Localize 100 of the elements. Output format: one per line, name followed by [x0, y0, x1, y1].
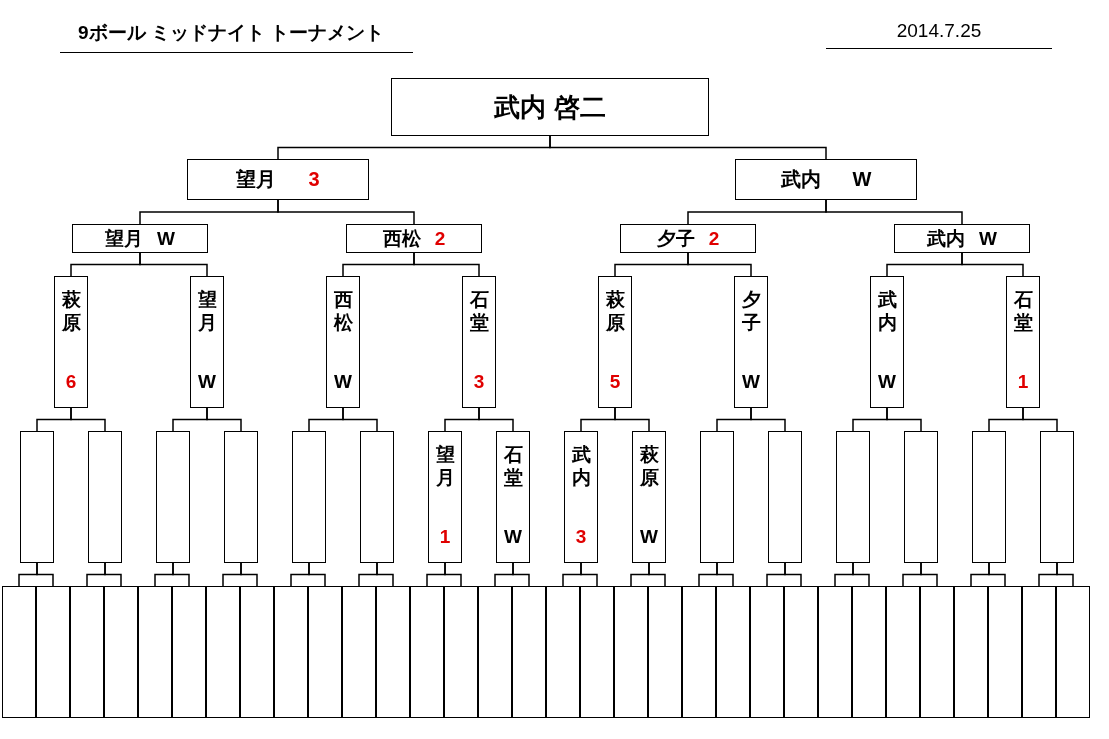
player-name: 夕子 [656, 226, 695, 251]
player-name: 望月 [435, 444, 455, 490]
bracket-line [988, 562, 1006, 587]
name-box [870, 276, 904, 408]
player-name: 夕子 [741, 289, 761, 335]
bracket-line [687, 252, 752, 277]
name-box [735, 159, 917, 200]
name-box [391, 78, 709, 136]
empty-box [2, 586, 36, 718]
bracket-line [104, 562, 122, 587]
player-name: 萩原 [639, 444, 659, 490]
empty-box [138, 586, 172, 718]
bracket-line [36, 562, 54, 587]
bracket-line [413, 252, 480, 277]
empty-box [716, 586, 750, 718]
empty-box [88, 431, 122, 563]
empty-box [224, 431, 258, 563]
player-name: 石堂 [1013, 289, 1033, 335]
score: W [979, 227, 997, 250]
name-box [1006, 276, 1040, 408]
score: W [157, 227, 175, 250]
empty-box [614, 586, 648, 718]
player-name: 西松 [382, 226, 421, 251]
empty-box [172, 586, 206, 718]
empty-box [852, 586, 886, 718]
empty-box [1040, 431, 1074, 563]
empty-box [342, 586, 376, 718]
empty-box [444, 586, 478, 718]
empty-box [156, 431, 190, 563]
bracket-line [784, 562, 802, 587]
empty-box [1022, 586, 1056, 718]
bracket-line [750, 407, 786, 432]
bracket-line [444, 562, 462, 587]
bracket-line [716, 562, 734, 587]
score: W [852, 168, 872, 191]
bracket-line [172, 562, 190, 587]
empty-box [104, 586, 138, 718]
score: W [198, 372, 216, 391]
empty-box [1056, 586, 1090, 718]
name-box [187, 159, 369, 200]
empty-box [988, 586, 1022, 718]
score: 6 [65, 372, 77, 391]
empty-box [768, 431, 802, 563]
player-name: 武内 啓二 [494, 90, 606, 124]
empty-box [836, 431, 870, 563]
name-box [496, 431, 530, 563]
empty-box [700, 431, 734, 563]
bracket-line [308, 562, 326, 587]
score: W [640, 527, 658, 546]
bracket-line [376, 562, 394, 587]
score: W [878, 372, 896, 391]
bracket-line [139, 252, 208, 277]
bracket-line [1056, 562, 1074, 587]
empty-box [580, 586, 614, 718]
name-box [564, 431, 598, 563]
bracket-line [240, 562, 258, 587]
player-name: 萩原 [605, 289, 625, 335]
empty-box [20, 431, 54, 563]
name-box [72, 224, 208, 253]
score: 3 [473, 372, 485, 391]
empty-box [954, 586, 988, 718]
bracket-line [825, 199, 963, 225]
bracket-line [277, 199, 415, 225]
empty-box [750, 586, 784, 718]
name-box [620, 224, 756, 253]
player-name: 西松 [333, 289, 353, 335]
player-name: 石堂 [469, 289, 489, 335]
bracket-line [206, 407, 242, 432]
player-name: 石堂 [503, 444, 523, 490]
bracket-line [961, 252, 1024, 277]
player-name: 武内 [571, 444, 591, 490]
bracket-line [549, 135, 827, 160]
empty-box [682, 586, 716, 718]
empty-box [546, 586, 580, 718]
score: 2 [708, 227, 720, 250]
bracket-line [886, 407, 922, 432]
empty-box [920, 586, 954, 718]
bracket-line [70, 407, 106, 432]
bracket-line [342, 407, 378, 432]
score: W [504, 527, 522, 546]
bracket-line [512, 562, 530, 587]
empty-box [376, 586, 410, 718]
empty-box [648, 586, 682, 718]
bracket-line [614, 407, 650, 432]
name-box [462, 276, 496, 408]
player-name: 武内 [780, 167, 821, 192]
empty-box [886, 586, 920, 718]
score: 2 [434, 227, 446, 250]
date-text: 2014.7.25 [826, 20, 1052, 49]
player-name: 萩原 [61, 289, 81, 335]
empty-box [818, 586, 852, 718]
name-box [190, 276, 224, 408]
name-box [326, 276, 360, 408]
empty-box [478, 586, 512, 718]
player-name: 望月 [105, 226, 144, 251]
empty-box [972, 431, 1006, 563]
score: 1 [1017, 372, 1029, 391]
empty-box [292, 431, 326, 563]
name-box [894, 224, 1030, 253]
bracket-line [478, 407, 514, 432]
